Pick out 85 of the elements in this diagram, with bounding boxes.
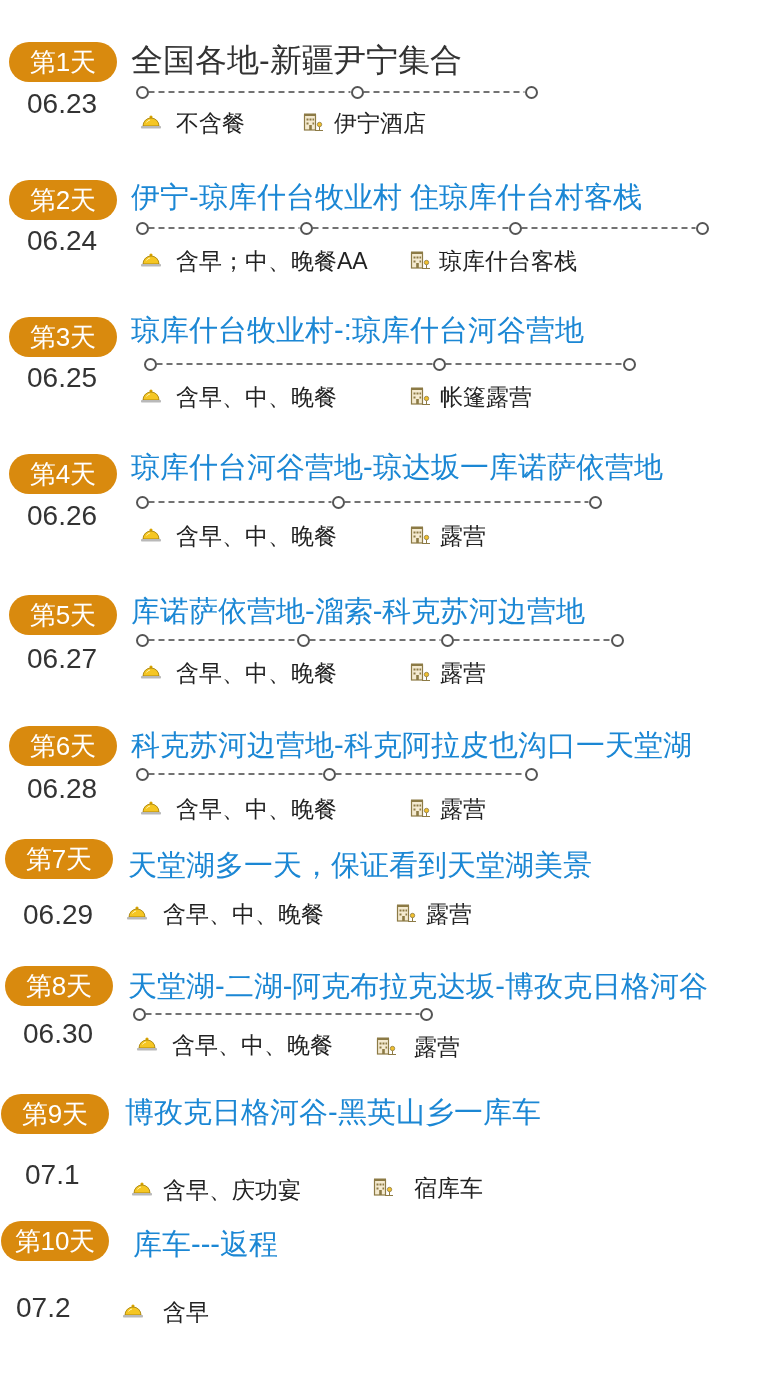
route-dot [135, 221, 149, 235]
route-title: 科克苏河边营地-科克阿拉皮也沟口一天堂湖 [131, 728, 692, 763]
date-text: 06.26 [27, 499, 98, 533]
date-text: 06.27 [27, 642, 98, 676]
route-title: 天堂湖多一天，保证看到天堂湖美景 [128, 848, 592, 883]
date-text: 07.1 [25, 1158, 80, 1192]
day-badge: 第8天 [5, 966, 113, 1006]
meal-text: 含早 [163, 1298, 209, 1327]
meal-text: 含早、庆功宴 [163, 1176, 301, 1205]
meal-text: 含早、中、晚餐 [176, 522, 337, 551]
route-dot [695, 221, 709, 235]
route-title: 库车---返程 [133, 1227, 278, 1262]
date-text: 06.24 [27, 224, 98, 258]
dashed-line [155, 363, 434, 365]
lodging-text: 露营 [426, 900, 472, 929]
lodging-text: 露营 [440, 522, 486, 551]
route-dot [296, 633, 310, 647]
meal-text: 不含餐 [176, 109, 245, 138]
lodging-text: 宿库车 [414, 1174, 483, 1203]
dashed-line [444, 363, 624, 365]
day-badge: 第7天 [5, 839, 113, 879]
route-dot [419, 1007, 433, 1021]
day-badge: 第4天 [9, 454, 117, 494]
dashed-line [362, 91, 526, 93]
route-dot [135, 633, 149, 647]
day-badge: 第1天 [9, 42, 117, 82]
date-text: 07.2 [16, 1291, 71, 1325]
date-text: 06.23 [27, 87, 98, 121]
route-dot [610, 633, 624, 647]
dashed-line [520, 227, 697, 229]
date-text: 06.29 [23, 898, 94, 932]
route-title: 博孜克日格河谷-黑英山乡一库车 [125, 1095, 541, 1130]
day-badge: 第5天 [9, 595, 117, 635]
route-title: 琼库什台牧业村-:琼库什台河谷营地 [131, 313, 584, 348]
route-dot [524, 85, 538, 99]
dashed-line [343, 501, 590, 503]
route-dot [135, 495, 149, 509]
route-dot [299, 221, 313, 235]
meal-text: 含早、中、晚餐 [163, 900, 324, 929]
date-text: 06.28 [27, 772, 98, 806]
route-dot [143, 357, 157, 371]
dashed-line [147, 501, 333, 503]
meal-text: 含早、中、晚餐 [176, 383, 337, 412]
dashed-line [147, 91, 352, 93]
day-badge: 第6天 [9, 726, 117, 766]
route-dot [508, 221, 522, 235]
day-badge: 第9天 [1, 1094, 109, 1134]
route-title: 天堂湖-二湖-阿克布拉克达坂-博孜克日格河谷 [128, 969, 708, 1004]
dashed-line [144, 1013, 421, 1015]
meal-text: 含早、中、晚餐 [172, 1031, 333, 1060]
route-title: 库诺萨依营地-溜索-科克苏河边营地 [131, 594, 586, 629]
lodging-text: 帐篷露营 [440, 383, 532, 412]
dashed-line [311, 227, 510, 229]
day-badge: 第3天 [9, 317, 117, 357]
lodging-text: 伊宁酒店 [334, 109, 426, 138]
dashed-line [147, 773, 324, 775]
route-dot [440, 633, 454, 647]
dashed-line [147, 227, 301, 229]
route-dot [350, 85, 364, 99]
lodging-text: 露营 [440, 659, 486, 688]
day-badge: 第2天 [9, 180, 117, 220]
day-badge: 第10天 [1, 1221, 109, 1261]
meal-text: 含早、中、晚餐 [176, 659, 337, 688]
dashed-line [147, 639, 298, 641]
route-dot [322, 767, 336, 781]
lodging-text: 露营 [414, 1033, 460, 1062]
route-dot [132, 1007, 146, 1021]
route-title: 伊宁-琼库什台牧业村 住琼库什台村客栈 [131, 180, 642, 215]
dashed-line [308, 639, 442, 641]
lodging-text: 琼库什台客栈 [439, 247, 577, 276]
date-text: 06.30 [23, 1017, 94, 1051]
route-title: 全国各地-新疆尹宁集合 [131, 41, 462, 80]
route-dot [135, 85, 149, 99]
route-dot [432, 357, 446, 371]
route-dot [331, 495, 345, 509]
date-text: 06.25 [27, 361, 98, 395]
route-dot [524, 767, 538, 781]
route-dot [622, 357, 636, 371]
meal-text: 含早、中、晚餐 [176, 795, 337, 824]
dashed-line [452, 639, 612, 641]
lodging-text: 露营 [440, 795, 486, 824]
route-dot [135, 767, 149, 781]
route-dot [588, 495, 602, 509]
route-title: 琼库什台河谷营地-琼达坂一库诺萨依营地 [131, 450, 663, 485]
meal-text: 含早；中、晚餐AA [176, 247, 368, 276]
